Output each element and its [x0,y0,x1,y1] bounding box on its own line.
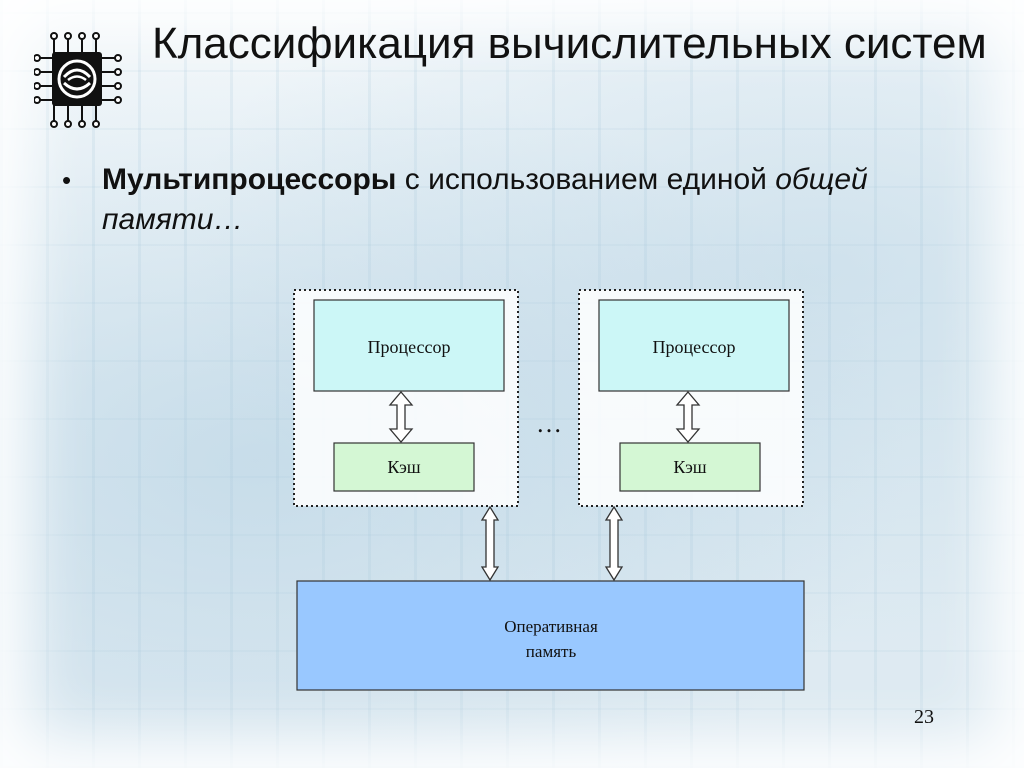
bullet-bold-term: Мультипроцессоры [102,163,397,196]
chip-logo-icon [34,32,122,128]
cache-box-2 [619,442,761,492]
arrow-processor2-cache2 [675,390,701,444]
memory-box [296,580,805,691]
memory-label-line1: Оперативная [504,617,598,636]
cache-label-2: Кэш [673,457,706,477]
arrow-processor1-cache1 [388,390,414,444]
arrow-group1-memory [480,505,500,582]
cache-box-1 [333,442,475,492]
arrow-group2-memory [604,505,624,582]
bullet-italic-text: общей памяти… [102,163,868,236]
slide-title: Классификация вычислительных систем [152,19,987,68]
page-number: 23 [914,706,934,728]
bullet-normal-text: с использованием единой [396,163,776,196]
ellipsis-label: … [536,409,562,438]
processor-box-2 [598,299,790,392]
processor-label-2: Процессор [652,337,735,357]
bullet-text: Мультипроцессоры с использованием единой… [102,160,922,240]
cache-label-1: Кэш [387,457,420,477]
processor-box-1 [313,299,505,392]
memory-label-line2: память [526,642,577,661]
processor-label-1: Процессор [367,337,450,357]
bullet-dot: • [62,165,72,195]
